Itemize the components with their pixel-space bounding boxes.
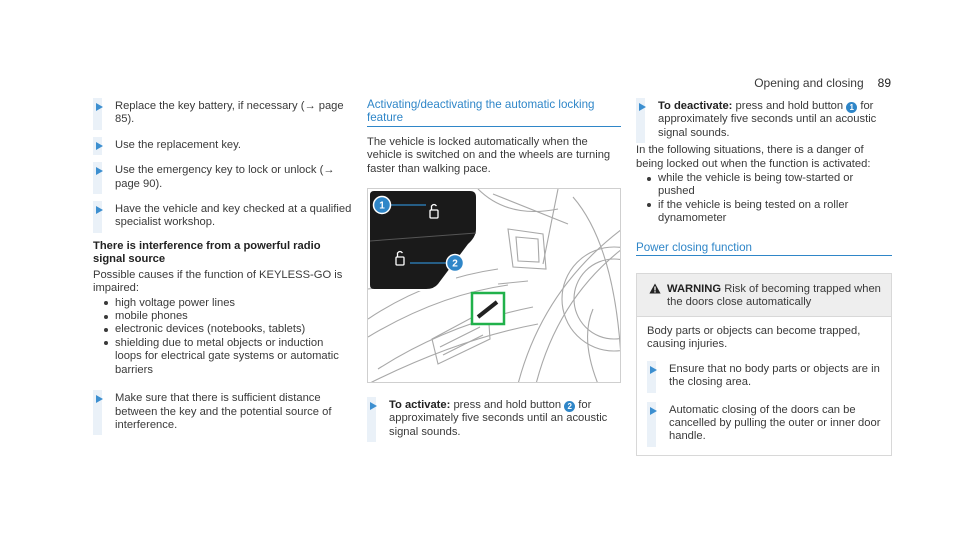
page-header: Opening and closing 89	[754, 76, 891, 90]
door-panel-illustration: 1 2	[367, 188, 621, 384]
list-item: high voltage power lines	[103, 297, 353, 310]
warning-box: WARNING Risk of becoming trapped when th…	[636, 273, 892, 456]
list-item: electronic devices (notebooks, tablets)	[103, 323, 353, 336]
danger-intro: In the following situations, there is a …	[636, 144, 871, 170]
activate-step: To activate: press and hold button 2 for…	[367, 397, 621, 443]
step-arrow-icon	[650, 406, 657, 415]
interference-heading: There is interference from a powerful ra…	[93, 239, 321, 265]
instruction-step: Use the replacement key.	[93, 136, 353, 156]
instruction-step: Replace the key battery, if necessary (→…	[93, 98, 353, 130]
page-number: 89	[877, 76, 891, 90]
deactivate-post: for approximately five seconds until an …	[658, 100, 877, 139]
step-arrow-icon	[96, 395, 103, 404]
activate-pre: press and hold button	[453, 399, 562, 412]
warning-title: Risk of becoming trapped when the doors …	[667, 283, 881, 309]
interference-intro: Possible causes if the function of KEYLE…	[93, 268, 343, 295]
warning-step: Automatic closing of the doors can be ca…	[647, 401, 881, 447]
warning-label: WARNING	[667, 283, 722, 296]
step-arrow-icon	[96, 103, 103, 111]
deactivate-step: To deactivate: press and hold button 1 f…	[636, 98, 892, 144]
step-text: Automatic closing of the doors can be ca…	[669, 403, 881, 443]
step-arrow-icon	[96, 167, 103, 176]
list-item: shielding due to metal objects or induct…	[103, 337, 353, 377]
left-column: Replace the key battery, if necessary (→…	[93, 98, 353, 442]
activate-post: for approximately five seconds until an …	[389, 399, 608, 438]
step-text: Use the replacement key.	[115, 138, 242, 151]
step-arrow-icon	[639, 103, 646, 111]
step-arrow-icon	[96, 141, 103, 150]
causes-list: high voltage power lines mobile phones e…	[93, 297, 353, 377]
middle-column: Activating/deactivating the automatic lo…	[367, 98, 621, 449]
button-2-badge: 2	[564, 401, 576, 413]
step-text: Have the vehicle and key checked at a qu…	[115, 203, 352, 229]
warning-body: Body parts or objects can become trapped…	[637, 317, 891, 455]
power-closing-heading: Power closing function	[636, 241, 892, 257]
step-text: Make sure that there is sufficient dista…	[115, 392, 332, 431]
situations-list: while the vehicle is being tow-started o…	[636, 172, 892, 226]
warning-header: WARNING Risk of becoming trapped when th…	[637, 274, 891, 317]
deactivate-label: To deactivate:	[658, 100, 733, 112]
zoom-inset: 1 2	[368, 189, 477, 292]
warning-triangle-icon	[649, 283, 661, 294]
auto-locking-intro: The vehicle is locked automatically when…	[367, 135, 611, 175]
list-item: mobile phones	[103, 310, 353, 323]
instruction-step: Have the vehicle and key checked at a qu…	[93, 201, 353, 233]
step-arrow-icon	[650, 365, 657, 374]
button-1-badge: 1	[846, 102, 858, 113]
warning-step: Ensure that no body parts or objects are…	[647, 360, 881, 393]
auto-locking-heading: Activating/deactivating the automatic lo…	[367, 98, 621, 127]
list-item: if the vehicle is being tested on a roll…	[646, 199, 892, 226]
step-text: Ensure that no body parts or objects are…	[669, 362, 880, 389]
deactivate-pre: press and hold button	[735, 100, 844, 112]
section-title: Opening and closing	[754, 76, 864, 90]
step-arrow-icon	[96, 206, 103, 215]
callout-1-label: 1	[379, 201, 385, 212]
door-panel-drawing: 1 2	[368, 189, 620, 383]
step-text: To deactivate: press and hold button 1 f…	[658, 100, 892, 140]
list-item: while the vehicle is being tow-started o…	[646, 172, 892, 199]
right-column: To deactivate: press and hold button 1 f…	[636, 98, 892, 456]
instruction-step: Use the emergency key to lock or unlock …	[93, 162, 353, 194]
highlight-button-box	[470, 291, 506, 326]
activate-label: To activate:	[389, 399, 451, 412]
step-arrow-icon	[370, 402, 377, 411]
callout-2-label: 2	[452, 259, 458, 270]
instruction-step: Make sure that there is sufficient dista…	[93, 390, 353, 436]
step-text: Replace the key battery, if necessary (→…	[115, 100, 344, 126]
step-text: To activate: press and hold button 2 for…	[389, 399, 621, 439]
warning-text: Body parts or objects can become trapped…	[647, 324, 861, 351]
step-text: Use the emergency key to lock or unlock …	[115, 164, 335, 190]
